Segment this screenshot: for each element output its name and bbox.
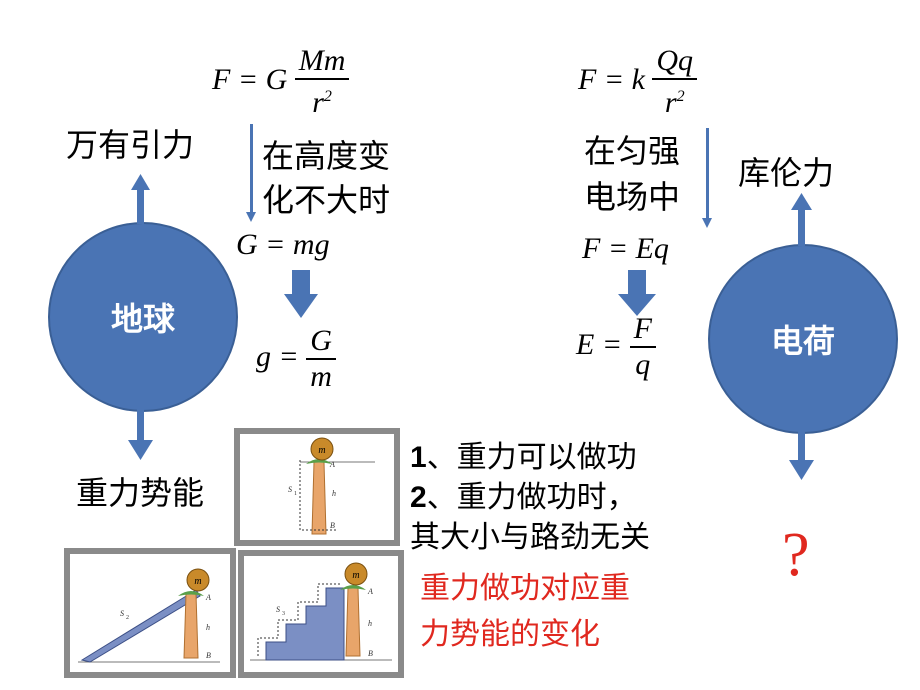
- earth-label: 地球: [110, 300, 175, 338]
- list-item: 2、重力做功时，: [410, 480, 637, 515]
- arrow-down-condition-left-icon: [246, 212, 256, 222]
- conclusion-line-2: 力势能的变化: [420, 617, 600, 652]
- field-strength-formula: E = F q: [576, 312, 656, 382]
- gravity-formula-exponent: 2: [323, 88, 332, 105]
- svg-text:1: 1: [294, 491, 297, 497]
- svg-text:B: B: [368, 649, 373, 658]
- svg-text:h: h: [206, 623, 210, 632]
- svg-text:2: 2: [126, 615, 129, 621]
- field-strength-numerator: F: [629, 312, 656, 348]
- coulomb-formula: F = k Qq r2: [578, 44, 698, 120]
- field-strength-denominator: q: [635, 348, 651, 381]
- g-formula-denominator: m: [310, 360, 332, 393]
- field-condition-line-2: 电场中: [584, 178, 681, 216]
- coulomb-formula-lhs: F = k: [578, 62, 645, 96]
- coulomb-formula-numerator: Qq: [652, 44, 698, 80]
- vertical-drop-figure: m A B h S 1: [234, 428, 400, 546]
- gravity-formula-lhs: F = G: [212, 62, 288, 96]
- work-properties-list: 1、重力可以做功 2、重力做功时， 其大小与路劲无关: [410, 438, 650, 558]
- block-arrow-down-right-icon: [618, 270, 656, 316]
- arrow-down-left-icon: [128, 408, 153, 460]
- ball-label: m: [318, 445, 325, 456]
- svg-text:m: m: [352, 570, 359, 581]
- ball-shape: [310, 437, 334, 461]
- g-formula-lhs: g =: [256, 339, 299, 373]
- field-strength-lhs: E =: [576, 327, 623, 361]
- block-arrow-down-left-icon: [284, 270, 318, 318]
- svg-text:A: A: [367, 587, 373, 596]
- svg-text:B: B: [330, 521, 335, 530]
- incline-figure: m A B h S 2: [64, 548, 236, 678]
- electric-force-formula: F = Eq: [582, 232, 669, 265]
- gravity-formula-numerator: Mm: [294, 44, 350, 80]
- universal-gravitation-label: 万有引力: [66, 126, 195, 164]
- coulomb-formula-denominator: r: [664, 86, 677, 119]
- height-condition-line-2: 化不大时: [262, 181, 391, 219]
- list-item: 1、重力可以做功: [410, 440, 637, 475]
- svg-text:m: m: [194, 576, 201, 587]
- gravity-formula: F = G Mm r2: [212, 44, 350, 120]
- condition-divider-left: [250, 124, 253, 216]
- condition-divider-right: [706, 128, 709, 222]
- height-condition-text: 在高度变 化不大时: [262, 134, 390, 222]
- g-formula-numerator: G: [306, 324, 336, 360]
- height-condition-line-1: 在高度变: [262, 137, 391, 175]
- svg-text:B: B: [206, 651, 211, 660]
- gravitational-potential-energy-label: 重力势能: [76, 474, 205, 512]
- stairs-figure: m A B h S 3: [238, 550, 404, 678]
- coulomb-formula-exponent: 2: [676, 88, 685, 105]
- gravity-formula-denominator: r: [312, 86, 324, 119]
- svg-text:A: A: [329, 460, 335, 469]
- coulomb-force-label: 库伦力: [738, 154, 835, 192]
- conclusion-line-1: 重力做功对应重: [420, 571, 630, 606]
- svg-text:S: S: [120, 609, 124, 618]
- g-formula: g = G m: [256, 324, 336, 394]
- field-condition-text: 在匀强 电场中: [584, 128, 680, 220]
- field-condition-line-1: 在匀强: [584, 132, 681, 170]
- weight-formula: G = mg: [236, 228, 330, 261]
- question-mark: ?: [782, 521, 810, 589]
- arrow-up-right-icon: [791, 193, 812, 246]
- svg-text:h: h: [368, 619, 372, 628]
- arrow-down-right-icon: [789, 430, 814, 480]
- earth-circle: 地球: [48, 222, 238, 412]
- conclusion-text: 重力做功对应重 力势能的变化: [420, 566, 630, 658]
- svg-text:3: 3: [282, 611, 285, 617]
- arrow-up-left-icon: [131, 174, 150, 224]
- svg-text:A: A: [205, 593, 211, 602]
- charge-label: 电荷: [770, 322, 835, 360]
- arrow-down-condition-right-icon: [702, 218, 712, 228]
- svg-text:h: h: [332, 489, 336, 498]
- list-item: 其大小与路劲无关: [410, 520, 650, 555]
- svg-text:S: S: [288, 485, 292, 494]
- svg-text:S: S: [276, 605, 280, 614]
- charge-circle: 电荷: [708, 244, 898, 434]
